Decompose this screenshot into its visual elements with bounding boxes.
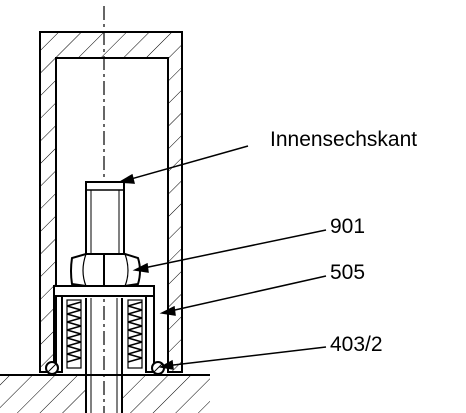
cup-right-wall bbox=[145, 296, 155, 373]
nut-outline bbox=[70, 253, 141, 287]
o-rings bbox=[45, 361, 165, 375]
base-plate bbox=[0, 375, 210, 413]
leader-901 bbox=[132, 229, 327, 273]
hex-nut bbox=[70, 253, 141, 287]
label-505: 505 bbox=[330, 261, 366, 284]
label-innensechskant: Innensechskant bbox=[270, 128, 418, 151]
nut-arc-left bbox=[82, 253, 87, 287]
base-right-hatch bbox=[122, 375, 210, 413]
nut-arc-right bbox=[124, 253, 129, 287]
cup-left-wall bbox=[53, 296, 63, 373]
stud-top bbox=[85, 181, 125, 265]
spring-left bbox=[66, 299, 82, 369]
threaded-stud bbox=[85, 181, 125, 413]
label-403-2: 403/2 bbox=[330, 333, 383, 356]
label-901: 901 bbox=[330, 215, 366, 238]
leader-lines bbox=[117, 145, 327, 370]
spring-cup bbox=[53, 285, 155, 373]
leader-505 bbox=[159, 275, 327, 316]
washer bbox=[53, 285, 155, 297]
leader-403 bbox=[158, 346, 327, 370]
base-left-hatch bbox=[0, 375, 86, 413]
leader-innensechskant bbox=[117, 145, 249, 184]
spring-right bbox=[127, 299, 143, 369]
